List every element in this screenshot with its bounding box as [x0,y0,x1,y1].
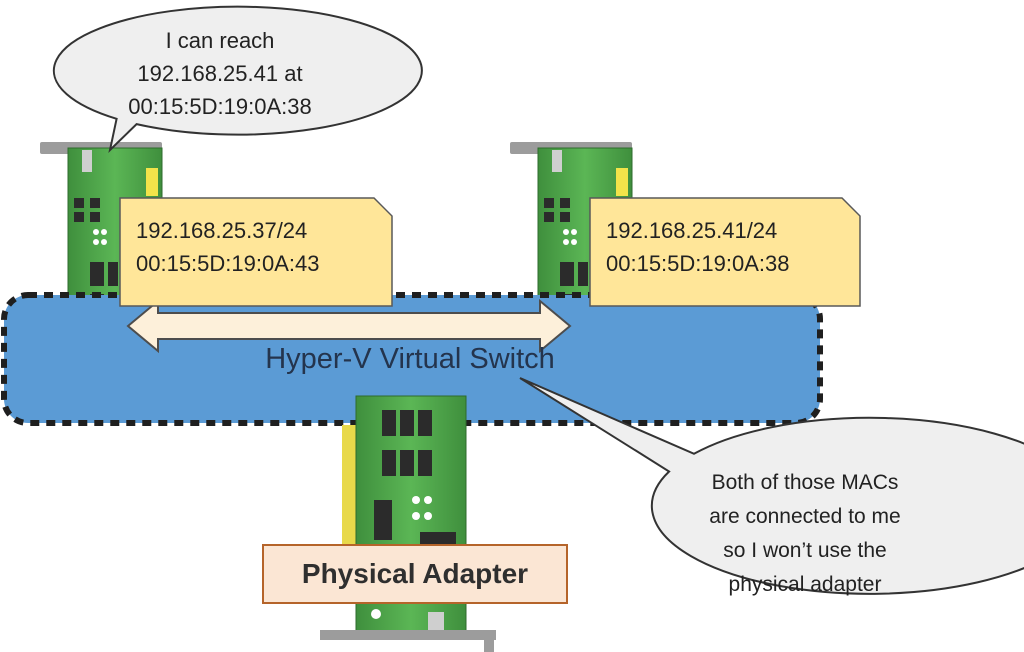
virtual-switch-label: Hyper-V Virtual Switch [265,343,555,375]
left-bubble-text: I can reach 192.168.25.41 at 00:15:5D:19… [60,24,380,123]
left-nic-address: 192.168.25.37/24 00:15:5D:19:0A:43 [136,214,319,280]
switch-bubble-text: Both of those MACs are connected to me s… [645,466,965,602]
switch-bubble-line: are connected to me [709,505,901,528]
switch-bubble-line: Both of those MACs [711,471,899,494]
switch-bubble-line: so I won’t use the [723,539,887,562]
left-nic-mac: 00:15:5D:19:0A:43 [136,251,320,276]
left-nic-ip: 192.168.25.37/24 [136,218,308,243]
left-bubble-line: I can reach [165,28,275,53]
right-nic-mac: 00:15:5D:19:0A:38 [606,251,790,276]
switch-speech-bubble [519,377,1024,595]
switch-bubble-line: physical adapter [728,573,882,596]
right-nic-ip: 192.168.25.41/24 [606,218,778,243]
physical-adapter-label: Physical Adapter [262,544,568,604]
right-address-note [589,197,861,307]
left-bubble-line: 00:15:5D:19:0A:38 [128,94,312,119]
left-bubble-line: 192.168.25.41 at [137,61,303,86]
right-nic-address: 192.168.25.41/24 00:15:5D:19:0A:38 [606,214,789,280]
left-address-note [119,197,393,307]
left-speech-bubble [52,5,423,154]
double-arrow-icon [126,298,572,354]
physical-adapter-icon [320,395,496,652]
